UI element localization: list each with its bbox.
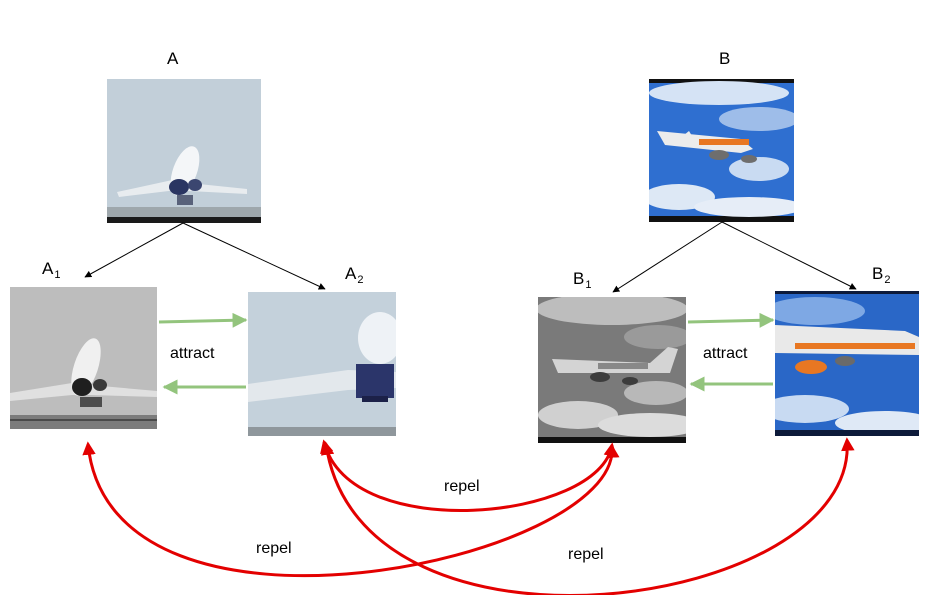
node-label-b2: B2 (872, 264, 891, 286)
image-b2 (775, 291, 919, 436)
node-label-b: B (719, 49, 731, 68)
repel-arrow-a2-b2 (320, 437, 855, 595)
attract-label-a: attract (170, 345, 215, 362)
image-b1 (538, 297, 686, 443)
repel-label-a1-b1: repel (256, 540, 292, 557)
node-label-a: A (167, 49, 179, 68)
split-arrow-b-b1 (612, 221, 723, 293)
image-b (649, 79, 794, 222)
split-arrow-a-a1 (84, 222, 184, 278)
repel-label-a2-b1: repel (444, 478, 480, 495)
repel-label-a2-b2: repel (568, 546, 604, 563)
node-label-b1: B1 (573, 269, 592, 291)
node-label-a1: A1 (42, 259, 61, 281)
node-label-a2: A2 (345, 264, 364, 286)
attract-arrow-a1-a2 (158, 312, 248, 328)
attract-label-b: attract (703, 345, 748, 362)
image-a2 (248, 292, 396, 436)
repel-arrow-a2-b1 (320, 439, 617, 512)
repel-arrow-a1-b1 (82, 441, 620, 578)
split-arrow-a-a2 (182, 222, 326, 290)
attract-arrow-b1-b2 (687, 312, 775, 328)
split-arrow-b-b2 (721, 221, 857, 290)
image-a (107, 79, 261, 223)
image-a1 (10, 287, 157, 429)
